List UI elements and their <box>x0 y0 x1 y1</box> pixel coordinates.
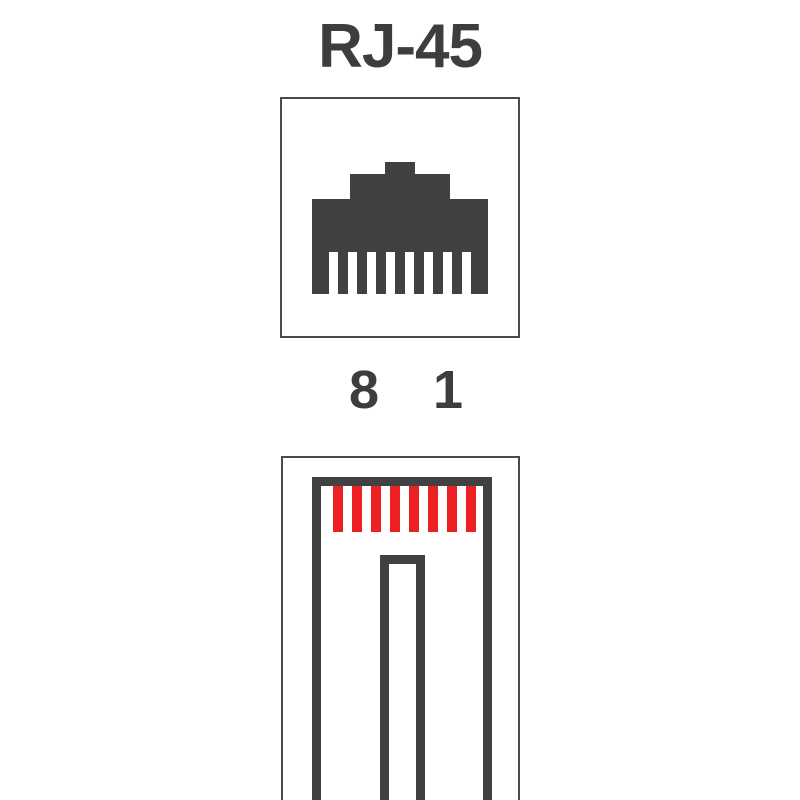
pin-label-8: 8 <box>348 360 380 420</box>
pin-label-1: 1 <box>432 360 464 420</box>
jack-pin-group <box>333 486 476 532</box>
rj45-jack-port-diagram <box>312 477 492 800</box>
rj45-connector-icon <box>312 162 488 294</box>
connector-icon-frame <box>280 97 520 338</box>
jack-diagram-frame <box>281 456 520 800</box>
page-title: RJ-45 <box>318 12 483 81</box>
pin-number-labels: 8 1 <box>280 363 520 423</box>
